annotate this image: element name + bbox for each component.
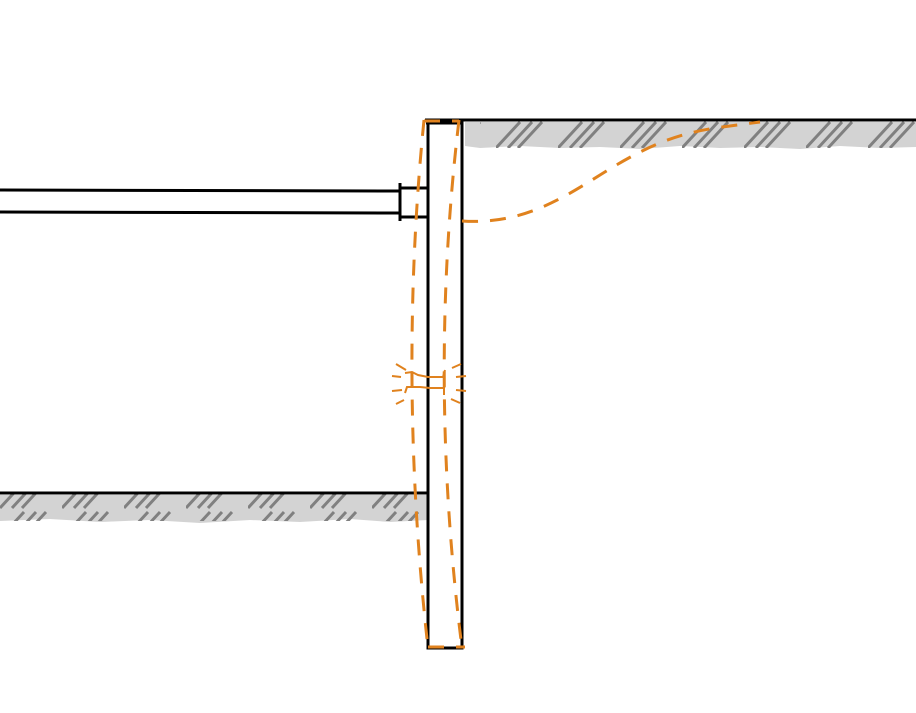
- strut: [0, 183, 428, 221]
- excavation-base-soil: [0, 491, 428, 523]
- soil-hatch-lower: [0, 493, 420, 521]
- settlement-curve: [461, 120, 761, 223]
- soil-hatch-upper: [480, 120, 916, 148]
- crack-icon: [391, 363, 467, 405]
- deformed-wall-outline: [410, 119, 465, 649]
- retained-soil: [425, 118, 916, 149]
